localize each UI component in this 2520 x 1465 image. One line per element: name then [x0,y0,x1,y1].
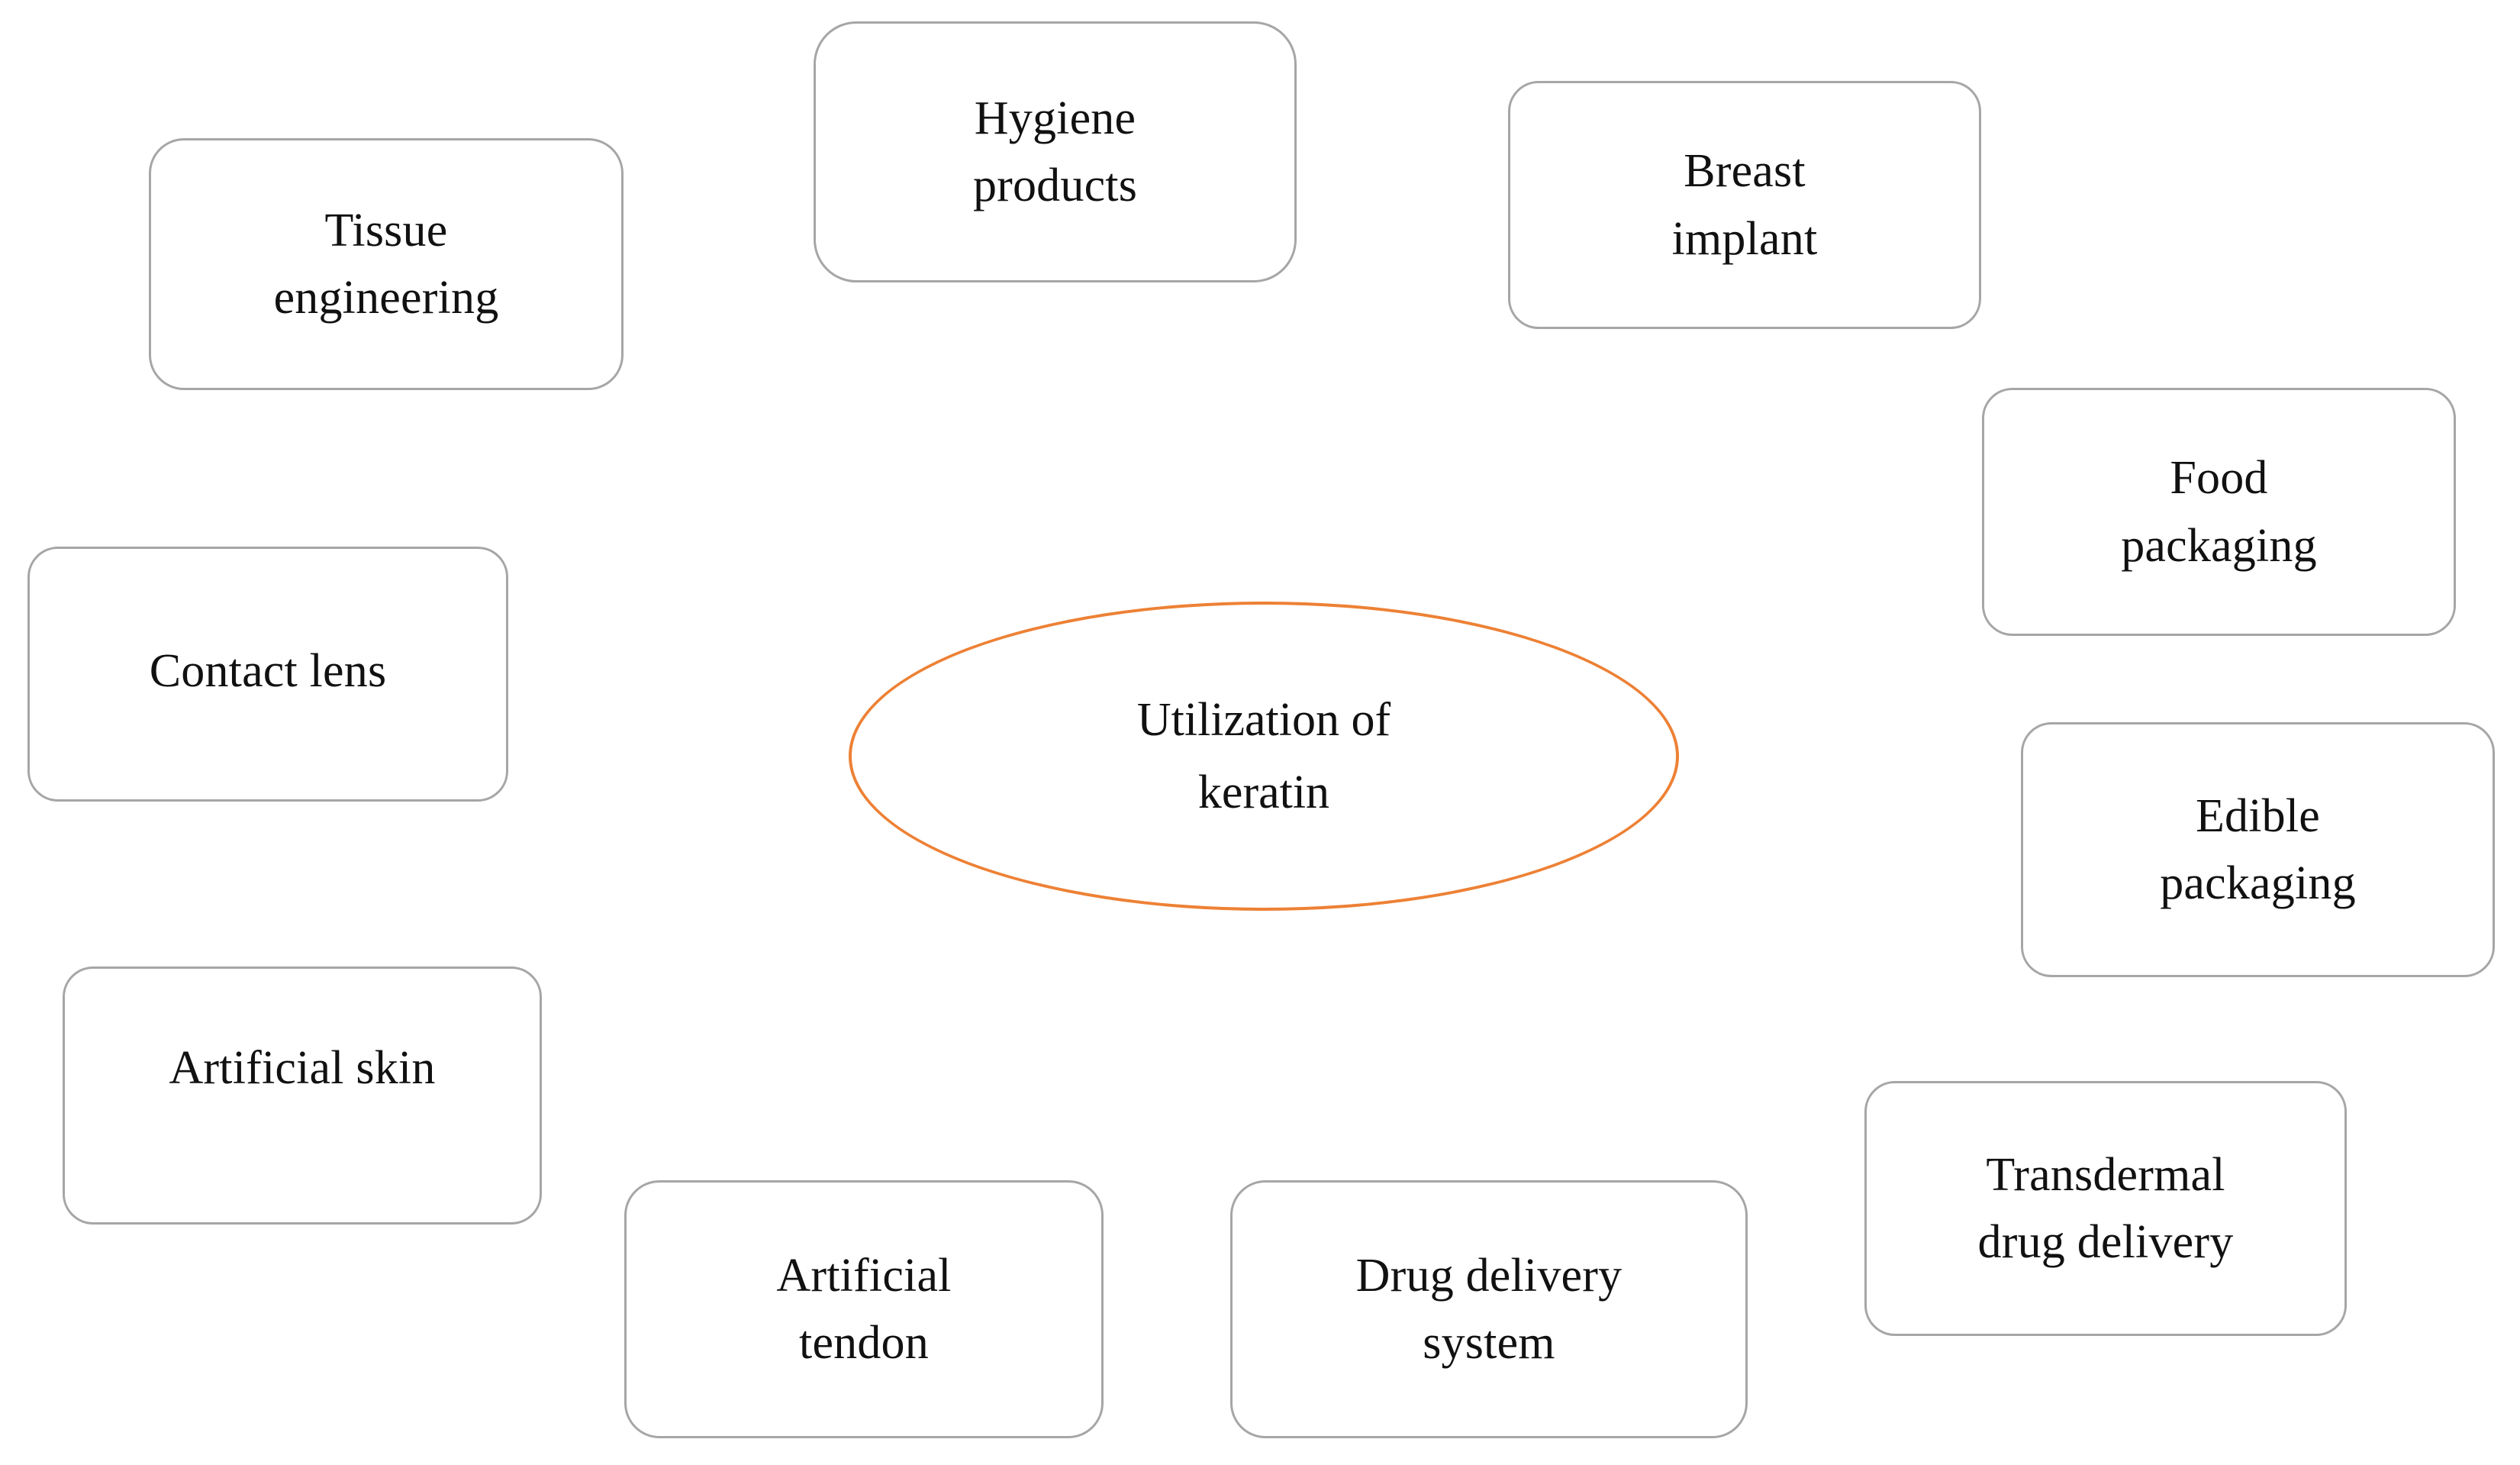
node-label-food-packaging: Food packaging [2121,452,2317,572]
center-node-utilization-of-keratin: Utilization of keratin [849,602,1679,911]
node-box-hygiene-products: Hygiene products [814,21,1297,282]
node-box-drug-delivery-system: Drug delivery system [1230,1180,1748,1438]
node-box-artificial-skin: Artificial skin [63,966,542,1225]
node-label-transdermal-drug-delivery: Transdermal drug delivery [1977,1148,2234,1268]
node-box-tissue-engineering: Tissue engineering [149,138,624,390]
node-label-drug-delivery-system: Drug delivery system [1355,1249,1623,1369]
center-node-label: Utilization of keratin [1136,694,1391,818]
node-label-tissue-engineering: Tissue engineering [273,204,499,324]
node-box-edible-packaging: Edible packaging [2021,722,2495,977]
node-box-food-packaging: Food packaging [1982,388,2456,636]
node-label-artificial-tendon: Artificial tendon [776,1249,952,1369]
node-label-contact-lens: Contact lens [149,644,387,697]
node-label-artificial-skin: Artificial skin [169,1042,436,1094]
node-box-breast-implant: Breast implant [1508,81,1981,329]
node-box-contact-lens: Contact lens [27,547,508,802]
node-label-edible-packaging: Edible packaging [2160,789,2356,909]
node-label-hygiene-products: Hygiene products [972,92,1138,211]
node-label-breast-implant: Breast implant [1671,145,1818,265]
node-box-transdermal-drug-delivery: Transdermal drug delivery [1864,1081,2347,1336]
node-box-artificial-tendon: Artificial tendon [624,1180,1104,1438]
